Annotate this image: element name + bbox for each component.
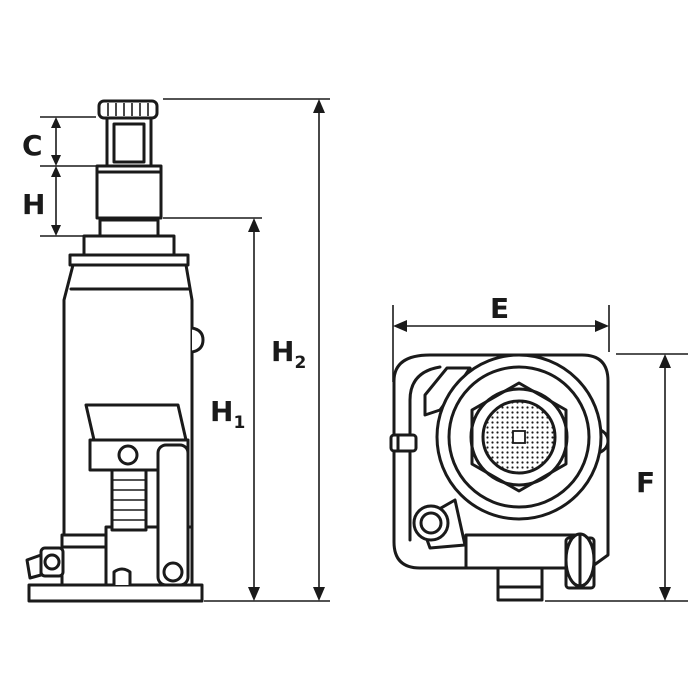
dimension-h2 xyxy=(313,99,325,601)
lever-socket xyxy=(84,403,188,442)
release-valve xyxy=(191,326,205,354)
ram-piston xyxy=(95,164,163,220)
label-e: E xyxy=(490,292,509,325)
jack-side-view xyxy=(25,99,205,603)
lever-socket-top xyxy=(564,532,596,590)
label-c: C xyxy=(22,129,43,162)
dimension-f xyxy=(659,354,671,601)
jack-top-view xyxy=(389,353,610,602)
label-h1: H1 xyxy=(210,395,245,433)
rear-link xyxy=(156,443,190,587)
dimension-h1 xyxy=(248,218,260,601)
dimension-h xyxy=(51,166,61,236)
pump-boss xyxy=(412,504,450,542)
pump-housing xyxy=(60,533,108,587)
extension-lines-side xyxy=(40,98,330,602)
top-nut xyxy=(82,234,176,257)
dimension-c xyxy=(51,117,61,166)
label-h: H xyxy=(22,188,45,221)
valve-stub xyxy=(389,433,418,453)
pump-foot xyxy=(496,566,544,602)
label-h2: H2 xyxy=(271,335,306,373)
base-plate xyxy=(27,583,204,603)
label-f: F xyxy=(636,466,655,499)
extension-lines-top xyxy=(392,305,688,602)
side-bolt xyxy=(25,546,65,580)
ram-collar xyxy=(98,218,160,238)
dimension-e xyxy=(393,320,609,332)
